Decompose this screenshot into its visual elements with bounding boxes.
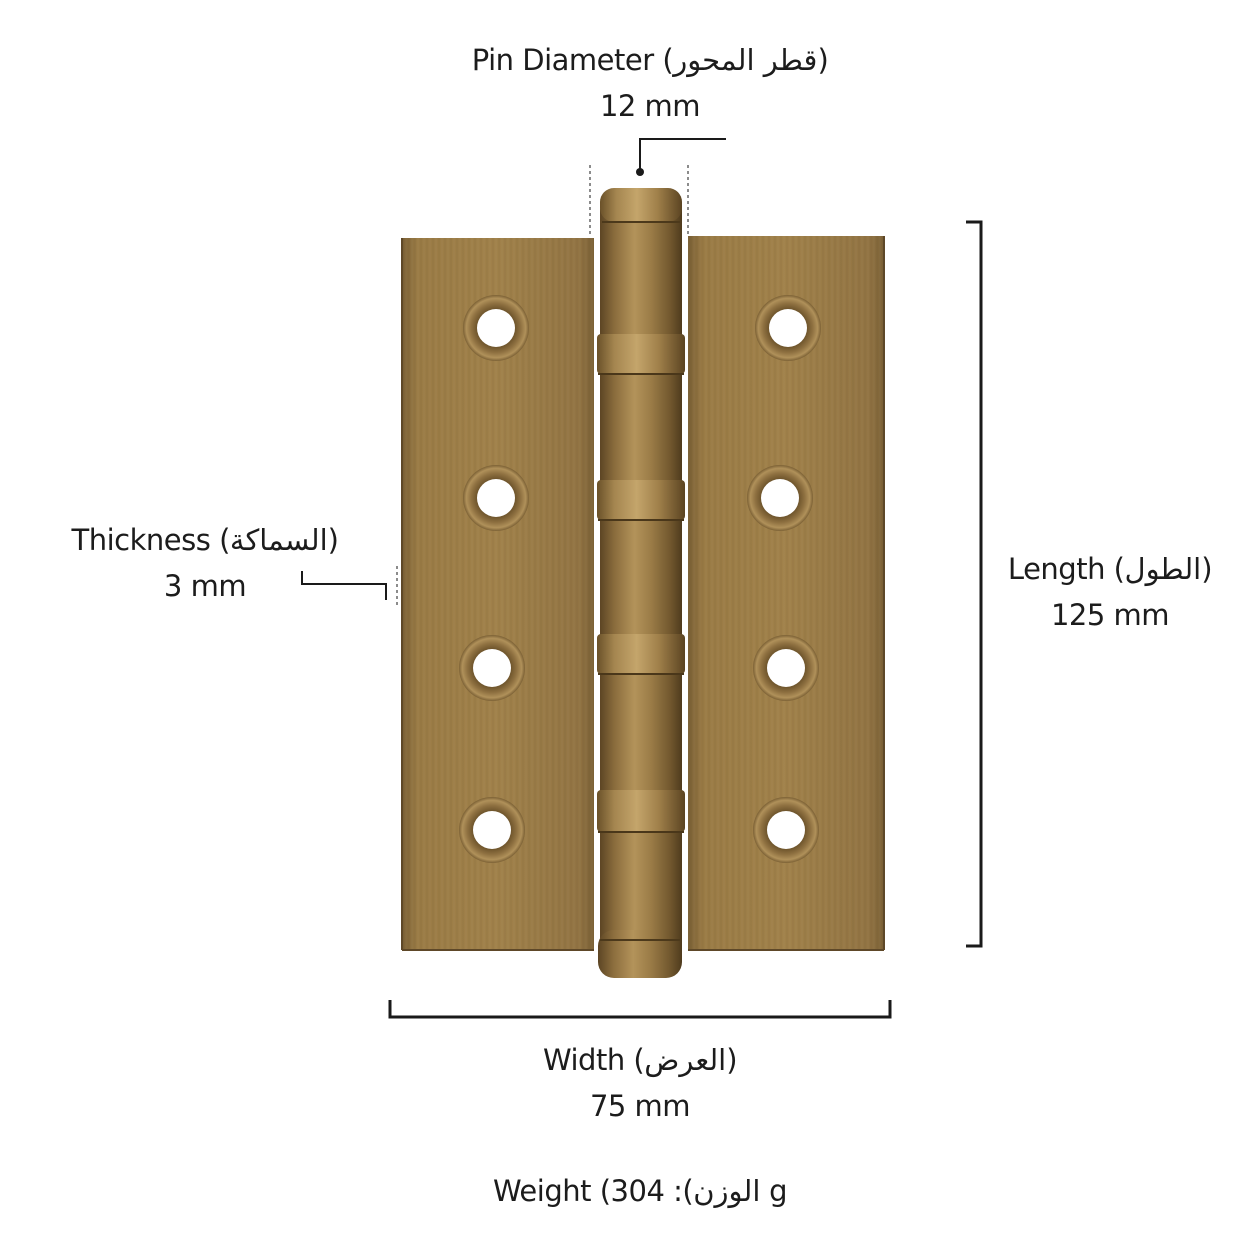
bearing-ring: [597, 790, 685, 833]
thickness-value: 3 mm: [163, 569, 247, 603]
width-name: Width: [542, 1043, 625, 1077]
weight-name: Weight: [492, 1174, 592, 1208]
screw-hole-icon: [755, 295, 821, 361]
width-arabic: العرض: [644, 1043, 727, 1077]
length-name: Length: [1007, 552, 1106, 586]
screw-hole-icon: [747, 465, 813, 531]
weight-label: Weight (الوزن): 304 g: [492, 1174, 788, 1208]
pin-diameter-name: Pin Diameter: [471, 43, 654, 77]
pin-diameter-label: Pin Diameter (قطر المحور) 12 mm: [440, 37, 860, 129]
pin-diameter-callout: [589, 138, 726, 235]
bearing-ring: [597, 480, 685, 521]
width-bracket: [388, 1000, 892, 1019]
weight-value: 304 g: [610, 1174, 788, 1208]
weight-arabic: الوزن: [693, 1174, 761, 1208]
hinge-barrel: [597, 188, 685, 978]
thickness-callout: [301, 566, 398, 606]
length-label: Length (الطول) 125 mm: [1000, 546, 1220, 638]
width-value: 75 mm: [589, 1089, 691, 1123]
pin-diameter-arabic: قطر المحور: [673, 43, 818, 77]
screw-holes: [459, 295, 821, 863]
screw-hole-icon: [753, 797, 819, 863]
thickness-arabic: السماكة: [229, 523, 328, 557]
length-arabic: الطول: [1124, 552, 1202, 586]
length-bracket: [966, 220, 983, 948]
width-label: Width (العرض) 75 mm: [490, 1037, 790, 1129]
screw-hole-icon: [459, 635, 525, 701]
thickness-label: Thickness (السماكة) 3 mm: [55, 517, 355, 609]
screw-hole-icon: [753, 635, 819, 701]
thickness-name: Thickness: [71, 523, 211, 557]
length-value: 125 mm: [1050, 598, 1170, 632]
bearing-ring: [597, 334, 685, 375]
screw-hole-icon: [463, 465, 529, 531]
bearing-ring: [597, 634, 685, 675]
screw-hole-icon: [463, 295, 529, 361]
pin-diameter-value: 12 mm: [599, 89, 701, 123]
screw-hole-icon: [459, 797, 525, 863]
